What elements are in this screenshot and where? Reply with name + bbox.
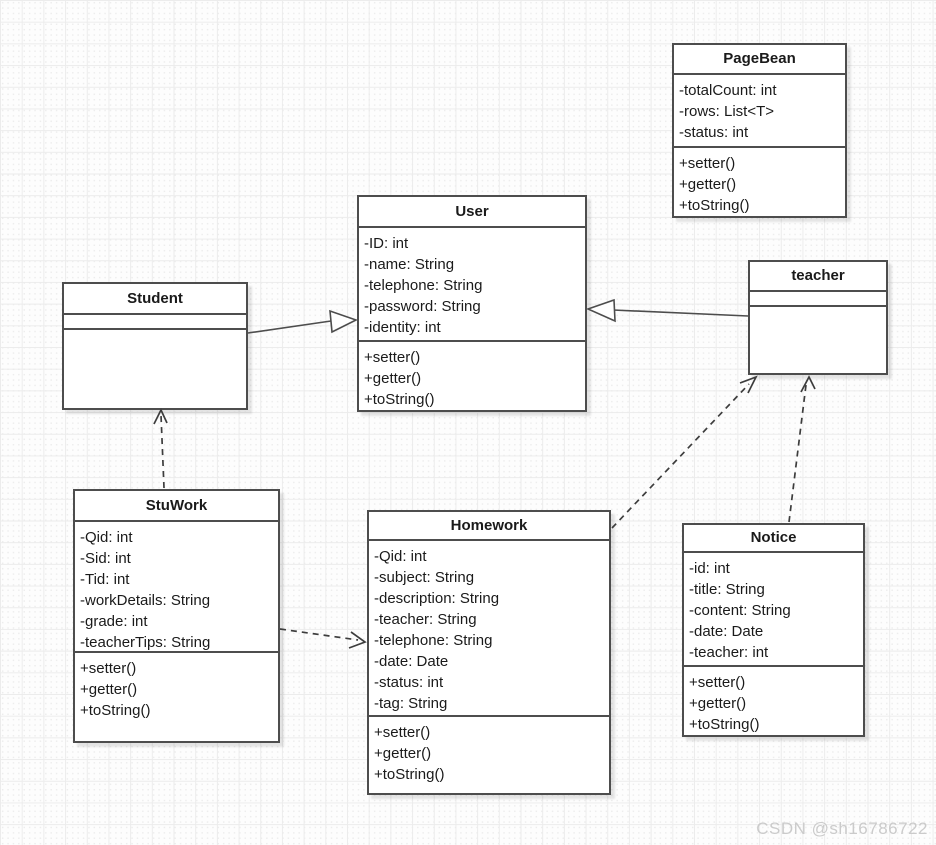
- attribute: -identity: int: [364, 319, 441, 336]
- method: +toString(): [679, 197, 750, 214]
- class-student-attributes: [64, 315, 246, 330]
- class-user-title: User: [359, 197, 585, 228]
- attribute: -description: String: [374, 590, 500, 607]
- class-user: User -ID: int -name: String -telephone: …: [357, 195, 587, 412]
- attribute: -password: String: [364, 298, 481, 315]
- arrow-teacher-to-user-generalization: [585, 298, 749, 323]
- class-pagebean-methods: +setter() +getter() +toString(): [674, 148, 845, 216]
- class-teacher-title: teacher: [750, 262, 886, 292]
- attribute: -grade: int: [80, 613, 148, 630]
- method: +setter(): [679, 155, 736, 172]
- class-pagebean: PageBean -totalCount: int -rows: List<T>…: [672, 43, 847, 218]
- class-homework-methods: +setter() +getter() +toString(): [369, 717, 609, 793]
- attribute: -status: int: [679, 124, 749, 141]
- class-pagebean-attributes: -totalCount: int -rows: List<T> -status:…: [674, 75, 845, 148]
- attribute: -Qid: int: [374, 548, 427, 565]
- method: +getter(): [679, 176, 737, 193]
- class-user-attributes: -ID: int -name: String -telephone: Strin…: [359, 228, 585, 342]
- arrow-stuwork-to-homework-dependency: [279, 628, 367, 649]
- watermark: CSDN @sh16786722: [756, 819, 928, 838]
- method: +getter(): [364, 370, 422, 387]
- class-notice-title: Notice: [684, 525, 863, 553]
- arrow-notice-to-teacher-dependency: [788, 375, 816, 523]
- method: +getter(): [689, 695, 747, 712]
- class-stuwork: StuWork -Qid: int -Sid: int -Tid: int -w…: [73, 489, 280, 743]
- class-pagebean-title: PageBean: [674, 45, 845, 75]
- class-student: Student: [62, 282, 248, 410]
- class-stuwork-methods: +setter() +getter() +toString(): [75, 653, 278, 741]
- method: +toString(): [374, 766, 445, 783]
- method: +toString(): [689, 716, 760, 733]
- class-homework-attributes: -Qid: int -subject: String -description:…: [369, 541, 609, 717]
- class-homework: Homework -Qid: int -subject: String -des…: [367, 510, 611, 795]
- method: +setter(): [374, 724, 431, 741]
- attribute: -date: Date: [689, 623, 764, 640]
- attribute: -teacher: String: [374, 611, 477, 628]
- attribute: -Qid: int: [80, 529, 133, 546]
- attribute: -telephone: String: [374, 632, 493, 649]
- attribute: -telephone: String: [364, 277, 483, 294]
- method: +setter(): [80, 660, 137, 677]
- class-teacher: teacher: [748, 260, 888, 375]
- class-teacher-methods: [750, 307, 886, 373]
- attribute: -Tid: int: [80, 571, 130, 588]
- attribute: -Sid: int: [80, 550, 131, 567]
- attribute: -ID: int: [364, 235, 409, 252]
- attribute: -status: int: [374, 674, 444, 691]
- class-teacher-attributes: [750, 292, 886, 307]
- attribute: -teacherTips: String: [80, 634, 211, 651]
- attribute: -tag: String: [374, 695, 448, 712]
- attribute: -teacher: int: [689, 644, 769, 661]
- attribute: -date: Date: [374, 653, 449, 670]
- arrow-homework-to-teacher-dependency: [611, 375, 758, 529]
- class-user-methods: +setter() +getter() +toString(): [359, 342, 585, 410]
- class-stuwork-attributes: -Qid: int -Sid: int -Tid: int -workDetai…: [75, 522, 278, 653]
- method: +setter(): [364, 349, 421, 366]
- attribute: -workDetails: String: [80, 592, 211, 609]
- attribute: -content: String: [689, 602, 791, 619]
- attribute: -rows: List<T>: [679, 103, 775, 120]
- method: +getter(): [80, 681, 138, 698]
- class-notice-methods: +setter() +getter() +toString(): [684, 667, 863, 735]
- method: +setter(): [689, 674, 746, 691]
- class-notice: Notice -id: int -title: String -content:…: [682, 523, 865, 737]
- method: +toString(): [364, 391, 435, 408]
- class-student-title: Student: [64, 284, 246, 315]
- class-stuwork-title: StuWork: [75, 491, 278, 522]
- method: +getter(): [374, 745, 432, 762]
- attribute: -id: int: [689, 560, 730, 577]
- attribute: -totalCount: int: [679, 82, 777, 99]
- attribute: -name: String: [364, 256, 455, 273]
- arrow-student-to-user-generalization: [247, 309, 359, 334]
- arrow-stuwork-to-student-dependency: [153, 408, 168, 489]
- class-notice-attributes: -id: int -title: String -content: String…: [684, 553, 863, 667]
- class-student-methods: [64, 330, 246, 408]
- attribute: -subject: String: [374, 569, 475, 586]
- class-homework-title: Homework: [369, 512, 609, 541]
- attribute: -title: String: [689, 581, 765, 598]
- method: +toString(): [80, 702, 151, 719]
